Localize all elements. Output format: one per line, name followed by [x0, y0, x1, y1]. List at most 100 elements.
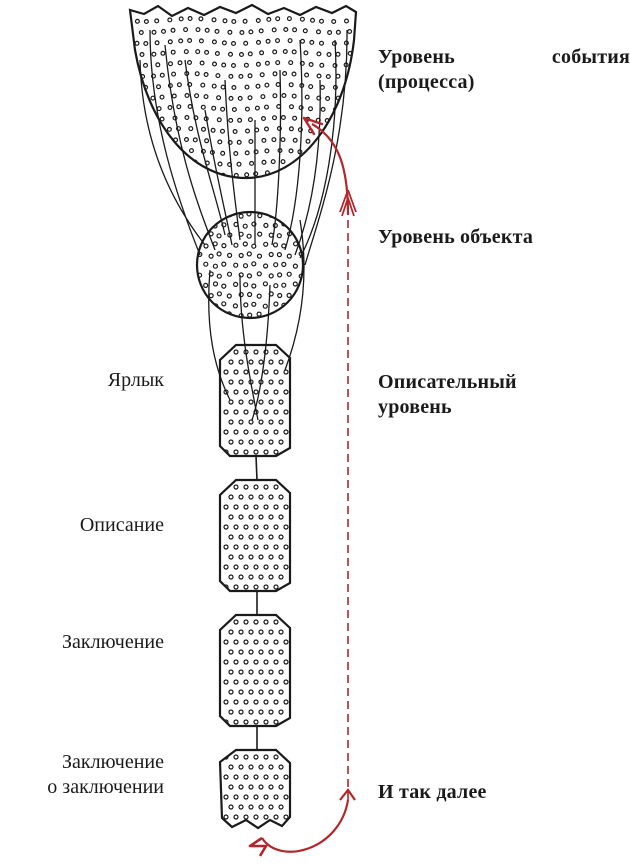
- event-dot: [228, 73, 234, 79]
- conclusion-caption: Заключение: [62, 631, 164, 653]
- tag-dot: [238, 669, 244, 675]
- tag-dot: [243, 699, 249, 705]
- event-dot: [299, 60, 305, 66]
- object-dot: [216, 273, 222, 279]
- tag-dot: [248, 649, 254, 655]
- event-dot: [144, 150, 150, 156]
- tag-dot: [268, 399, 274, 405]
- tag-dot: [273, 389, 279, 395]
- event-dot: [288, 148, 294, 154]
- tag-dot: [273, 754, 279, 760]
- object-dot: [257, 213, 263, 219]
- tag-dot: [228, 534, 234, 540]
- object-dot: [242, 263, 249, 269]
- tag-dot: [263, 524, 269, 530]
- event-dot: [282, 70, 288, 76]
- object-dot: [246, 233, 252, 239]
- event-dot: [308, 150, 314, 156]
- event-dot: [331, 172, 337, 178]
- event-dot: [236, 161, 242, 167]
- object-dot: [256, 271, 262, 277]
- tag-dot: [223, 544, 229, 550]
- tag-dot: [263, 504, 269, 510]
- tag-dot: [263, 754, 269, 760]
- event-dot: [189, 170, 195, 176]
- event-dot: [233, 172, 239, 178]
- object-dot: [203, 302, 209, 308]
- event-dot: [247, 117, 253, 123]
- tag-dot: [268, 784, 274, 790]
- object-dot: [208, 253, 214, 259]
- object-dot: [233, 281, 239, 287]
- meta-conclusion-tag: [218, 748, 292, 830]
- event-dot: [308, 106, 314, 112]
- tag-dot: [278, 439, 284, 445]
- event-dot: [220, 84, 226, 90]
- event-dot: [210, 127, 216, 133]
- event-dot: [308, 61, 314, 67]
- event-dot: [303, 50, 309, 56]
- object-dot: [251, 301, 257, 307]
- event-dot: [140, 140, 146, 146]
- tag-dot: [238, 784, 244, 790]
- tag-dot: [258, 554, 264, 560]
- tag-dot: [228, 399, 234, 405]
- event-dot: [194, 93, 200, 99]
- tag-dot: [248, 494, 254, 500]
- event-dot: [143, 19, 149, 25]
- event-dot: [212, 61, 218, 67]
- tag-dot: [233, 679, 239, 685]
- tag-dot: [283, 679, 289, 685]
- event-dot: [299, 16, 305, 22]
- tag-dot: [243, 504, 249, 510]
- tag-dot: [268, 669, 274, 675]
- tag-dot: [283, 544, 289, 550]
- event-level-caption-line2: (процесса): [378, 71, 475, 93]
- event-dot: [217, 161, 223, 167]
- event-dot: [195, 49, 201, 55]
- event-dot: [138, 30, 144, 36]
- tag-dot: [263, 774, 269, 780]
- tag-dot: [238, 359, 244, 365]
- tag-dot: [258, 669, 264, 675]
- event-dot: [154, 40, 160, 46]
- event-dot: [264, 60, 270, 66]
- event-dot: [300, 38, 306, 44]
- event-dot: [308, 84, 314, 90]
- object-dot: [277, 292, 283, 299]
- tag-dot: [238, 379, 244, 385]
- tag-dot: [223, 409, 229, 415]
- tag-dot: [263, 699, 269, 705]
- event-dot: [200, 104, 206, 110]
- event-dot: [176, 104, 182, 110]
- event-dot: [184, 92, 190, 98]
- object-dot: [238, 292, 244, 298]
- event-dot: [337, 139, 343, 145]
- tag-dot: [253, 659, 259, 665]
- event-dot: [258, 28, 264, 34]
- tag-dot: [278, 534, 284, 540]
- tag-dot: [273, 679, 279, 685]
- object-dot: [273, 301, 279, 307]
- event-dot: [216, 95, 222, 101]
- event-dot: [286, 16, 292, 22]
- event-dot: [341, 150, 347, 156]
- tag-dot: [243, 409, 249, 415]
- event-dot: [272, 93, 278, 99]
- tag-dot: [278, 359, 284, 365]
- tag-dot: [248, 439, 254, 445]
- event-dot: [203, 71, 209, 77]
- tag-dot: [278, 514, 284, 520]
- tag-dot: [243, 524, 249, 530]
- event-dot: [166, 148, 172, 154]
- object-dot: [233, 262, 239, 268]
- event-dot: [275, 60, 281, 66]
- event-dot: [349, 160, 355, 166]
- event-dot: [227, 29, 233, 35]
- event-dot: [132, 173, 138, 178]
- event-dot: [151, 29, 157, 35]
- object-dot: [257, 231, 263, 237]
- tag-dot: [248, 514, 254, 520]
- tag-dot: [263, 659, 269, 665]
